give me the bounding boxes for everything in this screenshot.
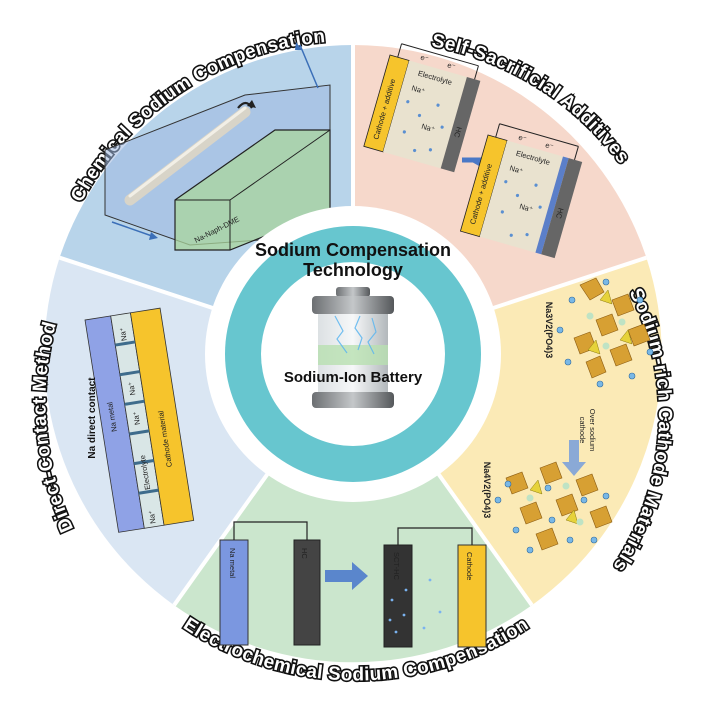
svg-text:e⁻: e⁻ (517, 133, 527, 144)
crystal-bottom (494, 461, 613, 554)
svg-text:e⁻: e⁻ (544, 140, 554, 151)
svg-text:HC: HC (452, 126, 464, 139)
svg-text:Na⁺: Na⁺ (126, 381, 137, 396)
svg-text:Na⁺: Na⁺ (131, 411, 142, 426)
battery-label: Sodium-Ion Battery (284, 369, 423, 386)
direct-contact-illustration: Na metal Electrolyte Cathode material Na… (84, 307, 195, 533)
cathode-layer (129, 307, 195, 526)
formula-bottom: Na4V2(PO4)3 (482, 462, 492, 519)
svg-text:Na⁺: Na⁺ (147, 509, 158, 524)
crystal-top (556, 277, 654, 388)
electrode-rod (124, 106, 251, 206)
svg-text:HC: HC (554, 207, 566, 220)
center-hub: Sodium Compensation Technology Sodium-Io… (205, 206, 501, 502)
center-title-line2: Technology (303, 260, 403, 280)
electrochemical-illustration: Na metal HC SCT-HC Cathode (219, 521, 487, 648)
center-title-line1: Sodium Compensation (255, 240, 451, 260)
svg-text:Cathode: Cathode (465, 552, 474, 580)
svg-text:Na⁺: Na⁺ (118, 327, 129, 342)
battery-icon (312, 287, 394, 408)
svg-text:Na⁺: Na⁺ (518, 202, 534, 214)
svg-text:HC: HC (300, 548, 309, 559)
formula-top: Na3V2(PO4)3 (544, 302, 554, 359)
svg-text:e⁻: e⁻ (419, 53, 429, 64)
sodium-rich-illustration: Na3V2(PO4)3 Over sodium cathode (482, 277, 654, 554)
direct-contact-label: Na direct contact (87, 377, 98, 459)
sector-electrochemical (174, 354, 532, 663)
svg-text:Na⁺: Na⁺ (420, 122, 436, 134)
svg-text:e⁻: e⁻ (446, 60, 456, 71)
self-sacrificial-illustration: e⁻ e⁻ Electrolyte Na⁺ Na⁺ HC Cathode + a… (363, 43, 583, 259)
svg-text:SCT-HC: SCT-HC (392, 552, 401, 581)
svg-text:Na⁺: Na⁺ (411, 83, 427, 95)
arrow-down (562, 440, 586, 476)
svg-text:cathode: cathode (578, 417, 587, 444)
svg-text:Na metal: Na metal (228, 548, 237, 578)
svg-text:Na⁺: Na⁺ (509, 163, 525, 175)
hc-electrode-left (293, 539, 321, 646)
cathode-electrode (457, 544, 487, 648)
svg-text:Over sodium: Over sodium (588, 409, 597, 452)
na-metal-electrode (219, 539, 249, 646)
